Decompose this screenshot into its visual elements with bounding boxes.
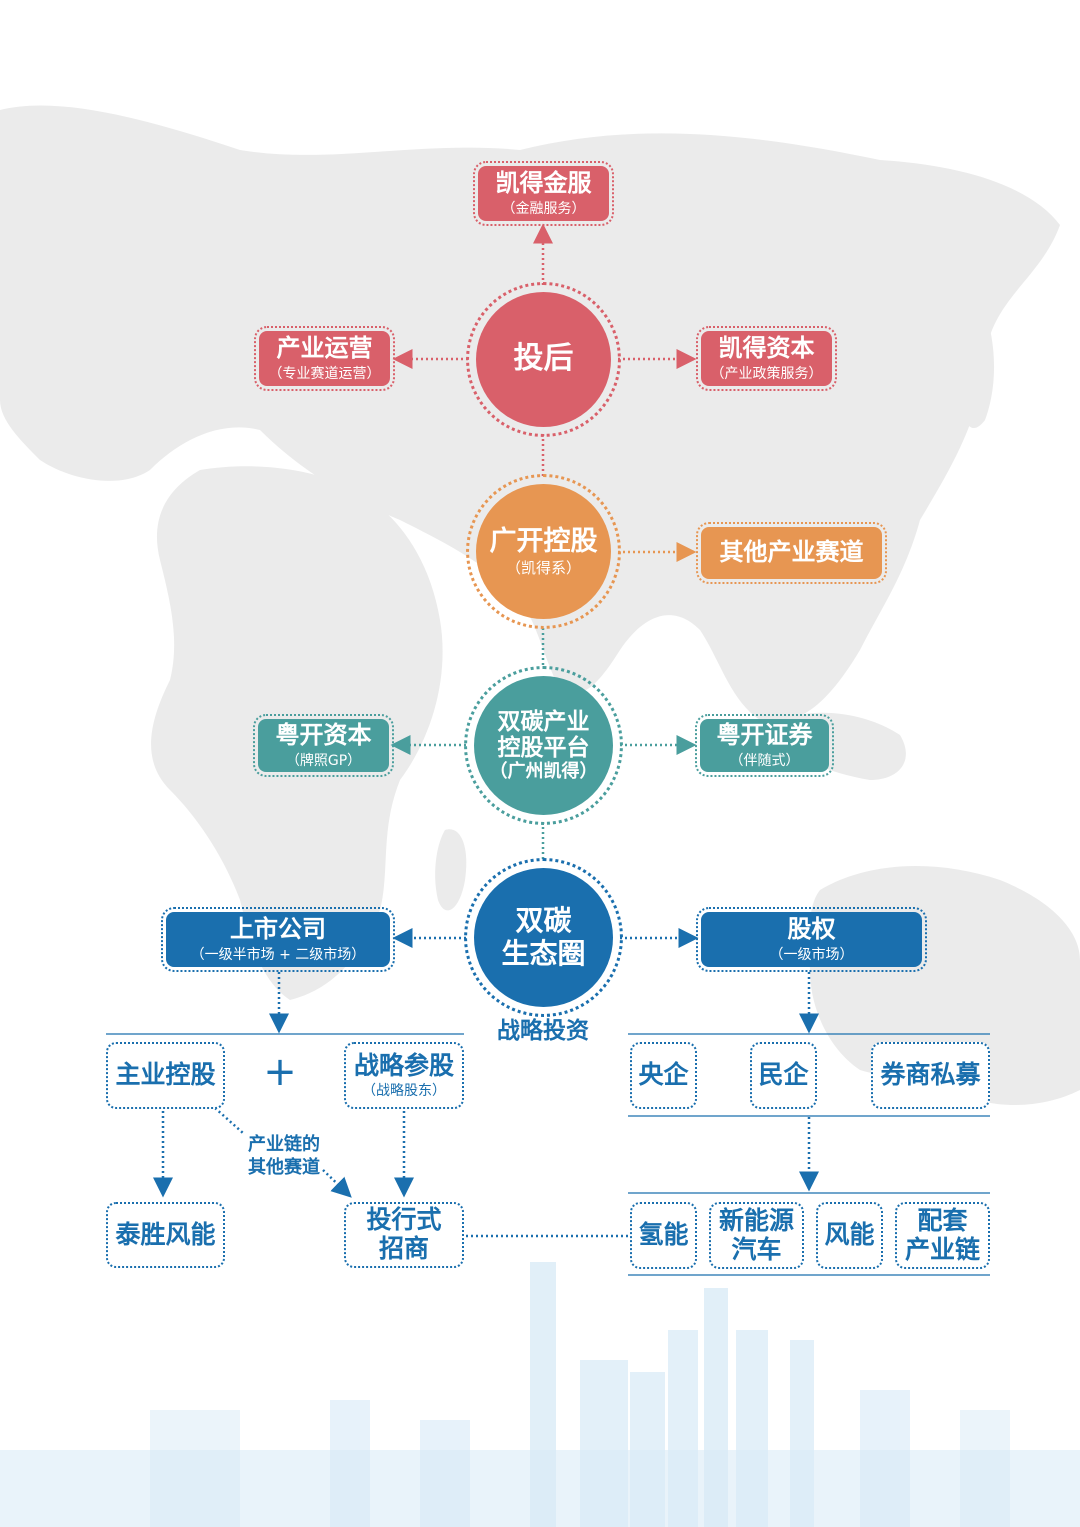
node-listed-company-subtitle: （一级半市场 + 二级市场） (190, 946, 366, 963)
skyline-tower (530, 1262, 556, 1527)
note-other-tracks-line1: 产业链的 (248, 1134, 320, 1155)
node-kaide-jinfu-subtitle: （金融服务） (501, 200, 586, 217)
box-sector-supply-chain-line1: 配套 (917, 1205, 968, 1235)
box-sector-wind: 风能 (816, 1202, 883, 1269)
box-investor-broker-pe: 券商私募 (871, 1042, 990, 1109)
box-investor-soe-label: 央企 (638, 1060, 689, 1090)
skyline-building (150, 1410, 240, 1527)
box-main-holding: 主业控股 (106, 1042, 225, 1109)
box-main-holding-label: 主业控股 (115, 1060, 216, 1090)
box-sector-nev: 新能源 汽车 (709, 1202, 804, 1269)
note-other-tracks: 产业链的 其他赛道 (226, 1133, 342, 1180)
node-equity-subtitle: （一级市场） (769, 946, 854, 963)
node-yuekai-capital: 粤开资本 （牌照GP） (253, 714, 394, 777)
box-investor-private-label: 民企 (758, 1060, 809, 1090)
box-sector-hydrogen: 氢能 (630, 1202, 697, 1269)
node-industry-operation-subtitle: （专业赛道运营） (268, 365, 381, 382)
box-taisheng-wind-label: 泰胜风能 (115, 1219, 216, 1249)
skyline-building (420, 1420, 470, 1527)
box-sector-supply-chain-line2: 产业链 (904, 1234, 980, 1264)
node-kaide-jinfu: 凯得金服 （金融服务） (473, 161, 614, 226)
node-eco-line2: 生态圈 (501, 936, 586, 970)
node-kaide-capital-title: 凯得资本 (718, 334, 815, 363)
node-kaide-capital-subtitle: （产业政策服务） (710, 365, 823, 382)
node-yuekai-securities-title: 粤开证券 (716, 721, 813, 750)
plus-sign: + (263, 1049, 297, 1095)
node-equity-title: 股权 (787, 915, 836, 944)
box-investor-soe: 央企 (630, 1042, 697, 1109)
box-investor-private: 民企 (750, 1042, 817, 1109)
node-yuekai-securities: 粤开证券 （伴随式） (695, 714, 834, 777)
node-guangkai-holding-subtitle: （凯得系） (505, 558, 581, 577)
node-dual-carbon-platform: 双碳产业 控股平台 （广州凯得） (464, 666, 623, 825)
node-post-investment: 投后 (466, 282, 621, 437)
box-strategic-stake-title: 战略参股 (353, 1050, 454, 1080)
skyline-building (668, 1330, 698, 1527)
node-listed-company-title: 上市公司 (230, 915, 326, 944)
node-industry-operation: 产业运营 （专业赛道运营） (254, 326, 395, 391)
node-other-industry-tracks-title: 其他产业赛道 (719, 538, 864, 567)
connector-main-to-attract (214, 1107, 350, 1196)
box-investment-attraction-line1: 投行式 (366, 1205, 442, 1235)
node-guangkai-holding: 广开控股 （凯得系） (466, 474, 621, 629)
box-sector-nev-line1: 新能源 (718, 1205, 794, 1235)
skyline-building (330, 1400, 370, 1527)
node-industry-operation-title: 产业运营 (276, 334, 373, 363)
node-platform-line3: （广州凯得） (489, 760, 598, 782)
node-post-investment-label: 投后 (513, 341, 574, 377)
box-strategic-stake: 战略参股 （战略股东） (344, 1042, 464, 1109)
skyline-building (960, 1410, 1010, 1527)
node-eco-line1: 双碳 (515, 904, 572, 938)
skyline-building (790, 1340, 814, 1527)
node-other-industry-tracks: 其他产业赛道 (696, 522, 887, 584)
node-yuekai-capital-title: 粤开资本 (275, 721, 372, 750)
map-madagascar (435, 829, 467, 911)
node-kaide-jinfu-title: 凯得金服 (495, 169, 592, 198)
skyline-building (630, 1372, 665, 1527)
node-kaide-capital: 凯得资本 （产业政策服务） (696, 326, 837, 391)
node-yuekai-capital-subtitle: （牌照GP） (285, 752, 362, 769)
node-listed-company: 上市公司 （一级半市场 + 二级市场） (161, 907, 395, 972)
node-dual-carbon-ecosystem: 双碳 生态圈 (464, 858, 623, 1017)
box-sector-hydrogen-label: 氢能 (638, 1220, 689, 1250)
box-investor-broker-pe-label: 券商私募 (880, 1060, 981, 1090)
map-uk (20, 238, 51, 301)
box-sector-nev-line2: 汽车 (731, 1234, 782, 1264)
map-japan (963, 300, 995, 429)
node-yuekai-securities-subtitle: （伴随式） (729, 752, 800, 769)
box-sector-wind-label: 风能 (824, 1220, 875, 1250)
skyline-building (860, 1390, 910, 1527)
box-sector-supply-chain: 配套 产业链 (895, 1202, 990, 1269)
note-other-tracks-line2: 其他赛道 (248, 1157, 320, 1179)
box-strategic-stake-subtitle: （战略股东） (362, 1083, 446, 1100)
strategic-investment-caption: 战略投资 (497, 1018, 589, 1044)
box-taisheng-wind: 泰胜风能 (106, 1202, 225, 1268)
node-platform-line1: 双碳产业 (497, 708, 590, 735)
node-platform-line2: 控股平台 (497, 735, 590, 762)
node-guangkai-holding-title: 广开控股 (489, 525, 598, 557)
box-investment-attraction: 投行式 招商 (344, 1202, 464, 1268)
skyline-building (736, 1330, 768, 1527)
skyline-building (704, 1288, 728, 1527)
node-equity: 股权 （一级市场） (696, 907, 927, 972)
skyline-building (580, 1360, 628, 1527)
box-investment-attraction-line2: 招商 (378, 1234, 429, 1263)
